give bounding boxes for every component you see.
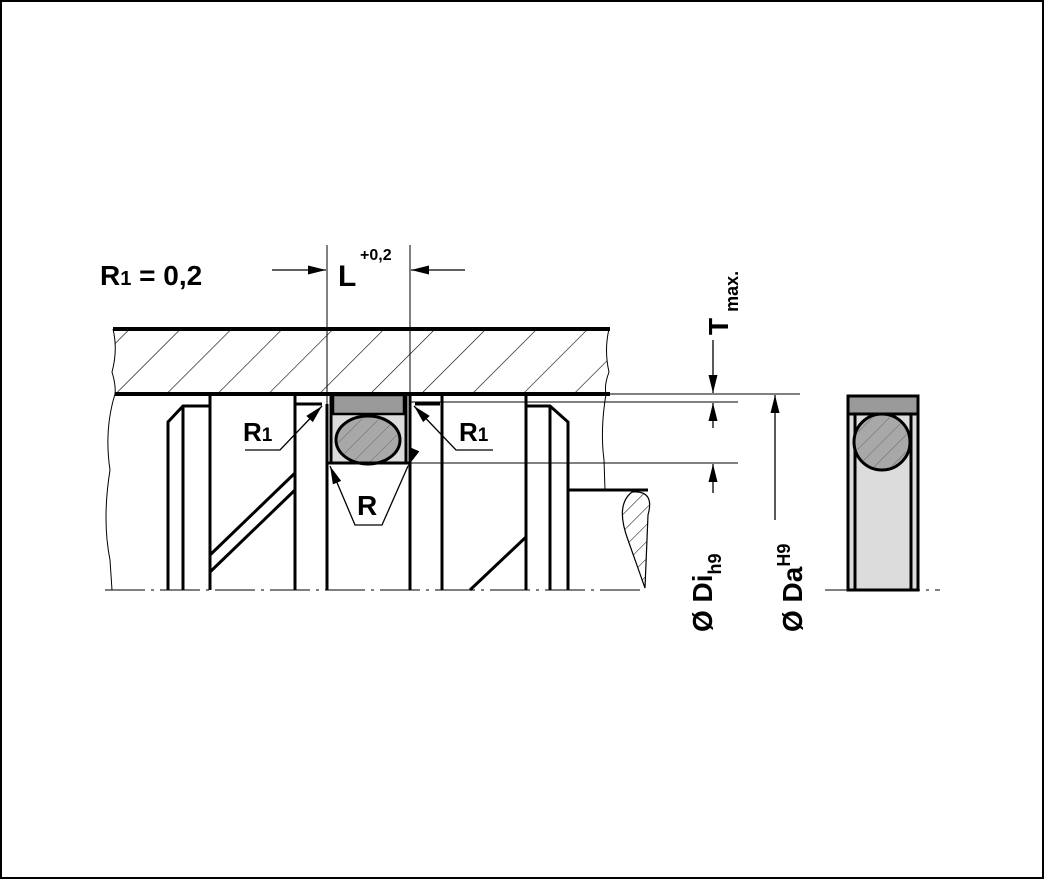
dimension-arrows — [245, 265, 780, 526]
extension-lines — [326, 245, 800, 464]
svg-text:Ø DaH9: Ø DaH9 — [774, 544, 808, 632]
svg-text:Ø Dih9: Ø Dih9 — [687, 553, 725, 632]
piston-left — [166, 394, 329, 590]
seal-side-view — [846, 394, 920, 592]
dim-Da: Ø DaH9 — [774, 544, 808, 632]
radius-R: R — [357, 490, 377, 521]
svg-text:Tmax.: Tmax. — [703, 271, 742, 335]
radius-note: R1 = 0,2 — [100, 260, 202, 291]
dim-L-label: L — [338, 260, 356, 293]
seal-groove — [327, 393, 410, 466]
piston-right — [408, 394, 648, 592]
dim-Di: Ø Dih9 — [687, 553, 725, 632]
radius-R1-right: R1 — [459, 417, 489, 447]
dim-L-tolerance: +0,2 — [360, 247, 392, 264]
rod-section — [621, 491, 651, 589]
dim-T: Tmax. — [703, 271, 742, 335]
radius-R1-left: R1 — [243, 417, 273, 447]
